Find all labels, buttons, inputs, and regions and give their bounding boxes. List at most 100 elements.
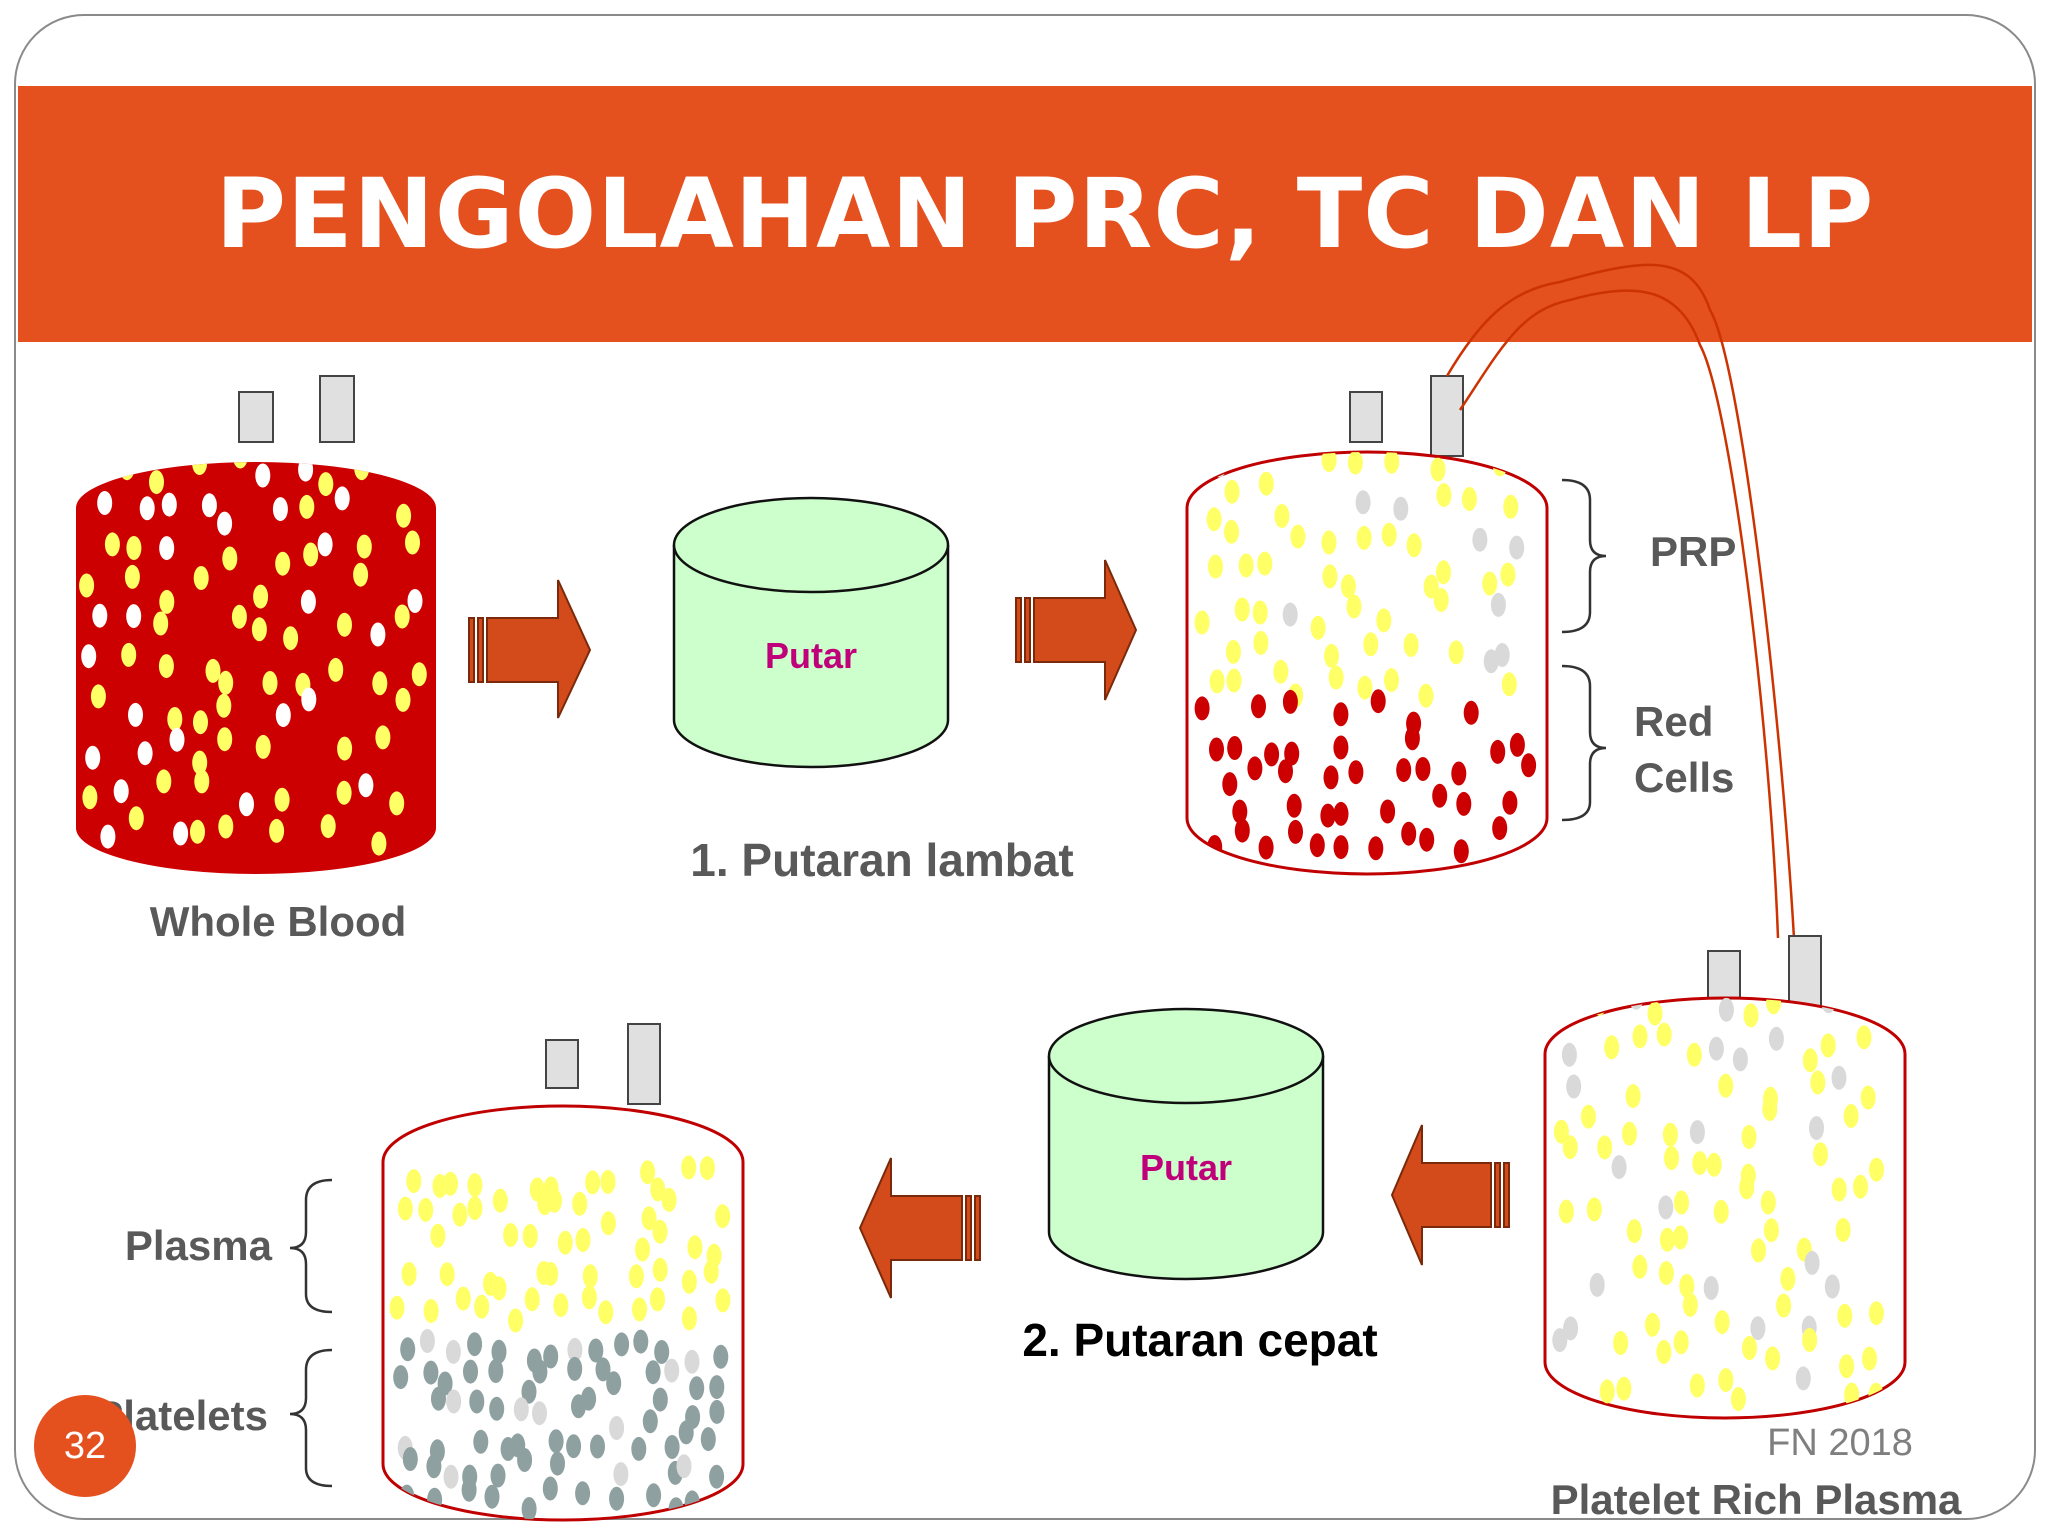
- platelet: [353, 562, 369, 587]
- white-cell: [613, 1462, 629, 1487]
- white-cell: [301, 687, 317, 712]
- platelet: [654, 1340, 670, 1364]
- platelet: [156, 769, 172, 794]
- platelet: [192, 750, 208, 775]
- platelet: [299, 494, 315, 519]
- red-cell: [1333, 735, 1349, 760]
- plasma-particle: [547, 1188, 562, 1213]
- platelet: [275, 551, 291, 576]
- platelet: [1831, 1177, 1847, 1202]
- platelet: [1869, 1157, 1884, 1182]
- step-2-label: 2. Putaran cepat: [1022, 1314, 1377, 1366]
- plasma-particle: [430, 1223, 446, 1248]
- platelet: [218, 670, 234, 695]
- step-1-label: 1. Putaran lambat: [690, 834, 1073, 886]
- platelet: [411, 662, 427, 687]
- white-cell: [334, 486, 350, 511]
- plasma-particle: [401, 1262, 417, 1286]
- platelet: [689, 1376, 705, 1401]
- platelet: [90, 684, 106, 709]
- platelet: [1347, 452, 1363, 475]
- platelet: [396, 503, 412, 528]
- platelet: [709, 1399, 725, 1424]
- platelet: [1206, 507, 1222, 532]
- platelet: [1208, 554, 1223, 579]
- platelet: [1321, 452, 1337, 473]
- plasma-particle: [452, 1202, 468, 1227]
- platelet: [126, 536, 142, 560]
- platelet: [427, 1487, 443, 1512]
- arrow-2: [1015, 559, 1138, 701]
- platelet: [1718, 1073, 1734, 1098]
- platelet: [283, 626, 299, 651]
- platelet: [128, 806, 144, 831]
- slide-number-badge: 32: [34, 1395, 136, 1497]
- red-cell: [1509, 732, 1525, 757]
- bag-port-right: [627, 1023, 661, 1105]
- platelet: [646, 1483, 662, 1508]
- white-cell: [532, 1401, 547, 1426]
- white-cell: [217, 511, 233, 536]
- platelet: [405, 530, 420, 555]
- red-cell: [1453, 839, 1469, 864]
- final-bag: [381, 1023, 745, 1522]
- platelet: [567, 1356, 583, 1381]
- white-cell: [1824, 1274, 1840, 1299]
- platelet: [463, 1359, 478, 1384]
- platelet: [395, 687, 411, 712]
- platelet: [1856, 1025, 1872, 1050]
- white-cell: [1494, 643, 1510, 667]
- red-cell: [1320, 803, 1336, 828]
- title-bar: PENGOLAHAN PRC, TC DAN LP: [18, 86, 2032, 342]
- red-cell: [1456, 791, 1472, 816]
- white-cell: [1732, 1047, 1748, 1072]
- platelet: [1550, 1386, 1566, 1411]
- platelet: [82, 785, 98, 810]
- platelet: [609, 1486, 625, 1511]
- white-cell: [1393, 496, 1409, 521]
- platelet: [1461, 487, 1477, 511]
- cells-label: Cells: [1634, 754, 1734, 801]
- white-cell: [513, 1397, 529, 1422]
- plasma-particle: [687, 1235, 703, 1260]
- red-cell: [1396, 758, 1412, 783]
- plasma-particle: [397, 1196, 413, 1221]
- platelet: [473, 1429, 489, 1454]
- arrow-4: [858, 1157, 981, 1299]
- platelet: [1194, 610, 1210, 635]
- platelet: [1674, 1190, 1689, 1215]
- plasma-particle: [652, 1257, 668, 1282]
- white-cell: [407, 589, 423, 613]
- red-cell: [1432, 783, 1448, 808]
- platelet: [218, 814, 234, 839]
- platelet: [1862, 1346, 1877, 1371]
- platelet: [491, 1339, 507, 1364]
- plasma-particle: [443, 1171, 458, 1196]
- plasma-particle: [572, 1191, 588, 1216]
- platelet: [337, 736, 353, 761]
- platelet: [1384, 668, 1399, 693]
- red-cell: [1247, 756, 1263, 781]
- red-cell: [1490, 739, 1506, 764]
- platelet: [1403, 633, 1419, 657]
- platelet: [1686, 1042, 1702, 1067]
- bag-port-left: [545, 1039, 579, 1089]
- platelet: [1622, 1121, 1637, 1146]
- red-cell: [1264, 742, 1280, 767]
- white-cell: [446, 1389, 462, 1414]
- white-cell: [1282, 602, 1298, 627]
- credit-label: FN 2018: [1767, 1422, 1913, 1464]
- white-cell: [137, 741, 153, 766]
- platelet: [1492, 452, 1508, 477]
- platelet: [1776, 1293, 1792, 1318]
- platelet: [1384, 452, 1400, 474]
- platelet: [1501, 672, 1517, 697]
- white-cell: [1831, 1065, 1847, 1090]
- white-cell: [1703, 1276, 1719, 1300]
- platelet: [390, 462, 405, 480]
- platelet: [1843, 1104, 1859, 1128]
- white-cell: [684, 1349, 700, 1374]
- white-cell: [664, 1358, 680, 1383]
- platelet: [489, 1396, 505, 1421]
- platelet: [1645, 1312, 1660, 1337]
